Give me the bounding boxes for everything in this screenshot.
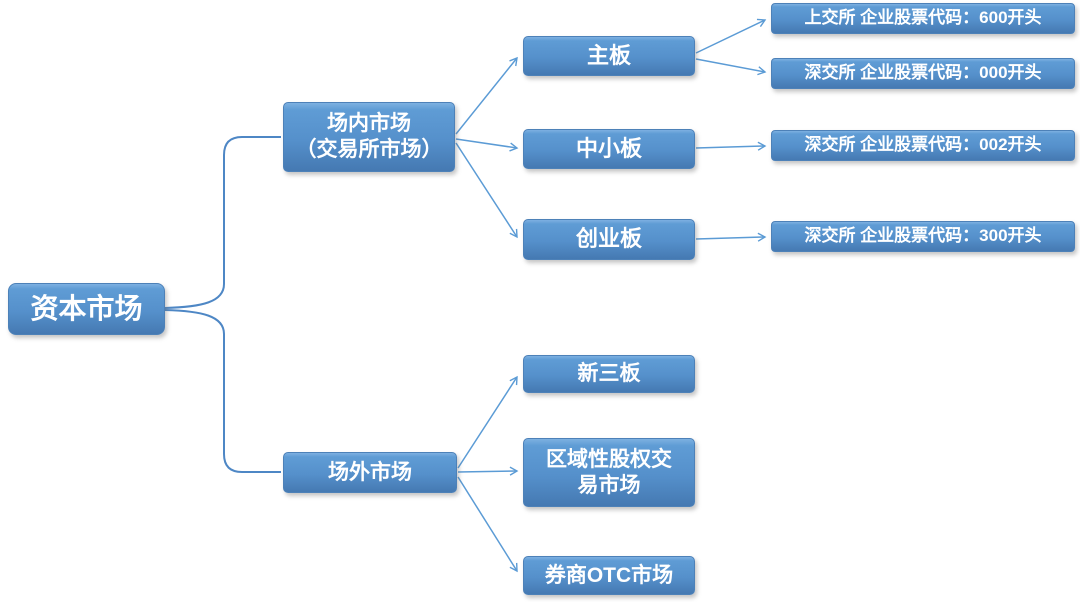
connector-root-to-offexchange xyxy=(164,309,281,473)
node-sse-600-codes: 上交所 企业股票代码：600开头 xyxy=(771,3,1075,34)
node-neeq-label: 新三板 xyxy=(577,362,641,386)
node-szse-300-codes-label: 深交所 企业股票代码：300开头 xyxy=(804,226,1042,246)
node-capital-market-label: 资本市场 xyxy=(30,292,143,324)
connector-offexchange-to-brokerotc xyxy=(457,476,518,573)
node-main-board-label: 主板 xyxy=(586,42,631,68)
connector-mainboard-to-szse000 xyxy=(695,58,767,76)
node-on-exchange-line2: （交易所市场） xyxy=(295,138,443,161)
connector-onexchange-to-mainboard xyxy=(455,56,518,135)
connector-offexchange-to-neeq xyxy=(457,375,518,469)
node-broker-otc-market: 券商OTC市场 xyxy=(523,556,695,595)
node-sme-board: 中小板 xyxy=(523,129,695,169)
node-szse-000-codes-label: 深交所 企业股票代码：000开头 xyxy=(804,63,1042,83)
node-szse-000-codes: 深交所 企业股票代码：000开头 xyxy=(771,58,1075,89)
connector-onexchange-to-sme xyxy=(455,138,519,152)
node-regional-equity-market-label: 区域性股权交易市场 xyxy=(546,447,672,497)
node-on-exchange-market: 场内市场 （交易所市场） xyxy=(283,102,455,172)
connector-onexchange-to-gem xyxy=(455,142,518,239)
connector-offexchange-to-regional xyxy=(457,466,519,476)
node-main-board: 主板 xyxy=(523,36,695,76)
node-broker-otc-market-label: 券商OTC市场 xyxy=(544,563,674,587)
connector-gem-to-szse300 xyxy=(695,232,767,242)
connector-mainboard-to-sse600 xyxy=(695,18,767,54)
node-gem-board: 创业板 xyxy=(523,219,695,260)
node-regional-equity-market: 区域性股权交易市场 xyxy=(523,438,695,507)
node-neeq: 新三板 xyxy=(523,355,695,393)
node-szse-300-codes: 深交所 企业股票代码：300开头 xyxy=(771,221,1075,252)
node-szse-002-codes: 深交所 企业股票代码：002开头 xyxy=(771,130,1075,161)
node-gem-board-label: 创业板 xyxy=(575,226,642,252)
node-szse-002-codes-label: 深交所 企业股票代码：002开头 xyxy=(804,135,1042,155)
node-off-exchange-market: 场外市场 xyxy=(283,452,457,493)
connector-root-to-onexchange xyxy=(164,136,281,309)
node-off-exchange-market-label: 场外市场 xyxy=(328,460,412,484)
connector-sme-to-szse002 xyxy=(695,141,767,151)
node-on-exchange-line1: 场内市场 xyxy=(327,112,411,136)
node-capital-market: 资本市场 xyxy=(8,283,165,335)
node-sse-600-codes-label: 上交所 企业股票代码：600开头 xyxy=(804,8,1042,28)
node-on-exchange-market-label: 场内市场 （交易所市场） xyxy=(296,111,443,162)
node-sme-board-label: 中小板 xyxy=(575,135,642,161)
